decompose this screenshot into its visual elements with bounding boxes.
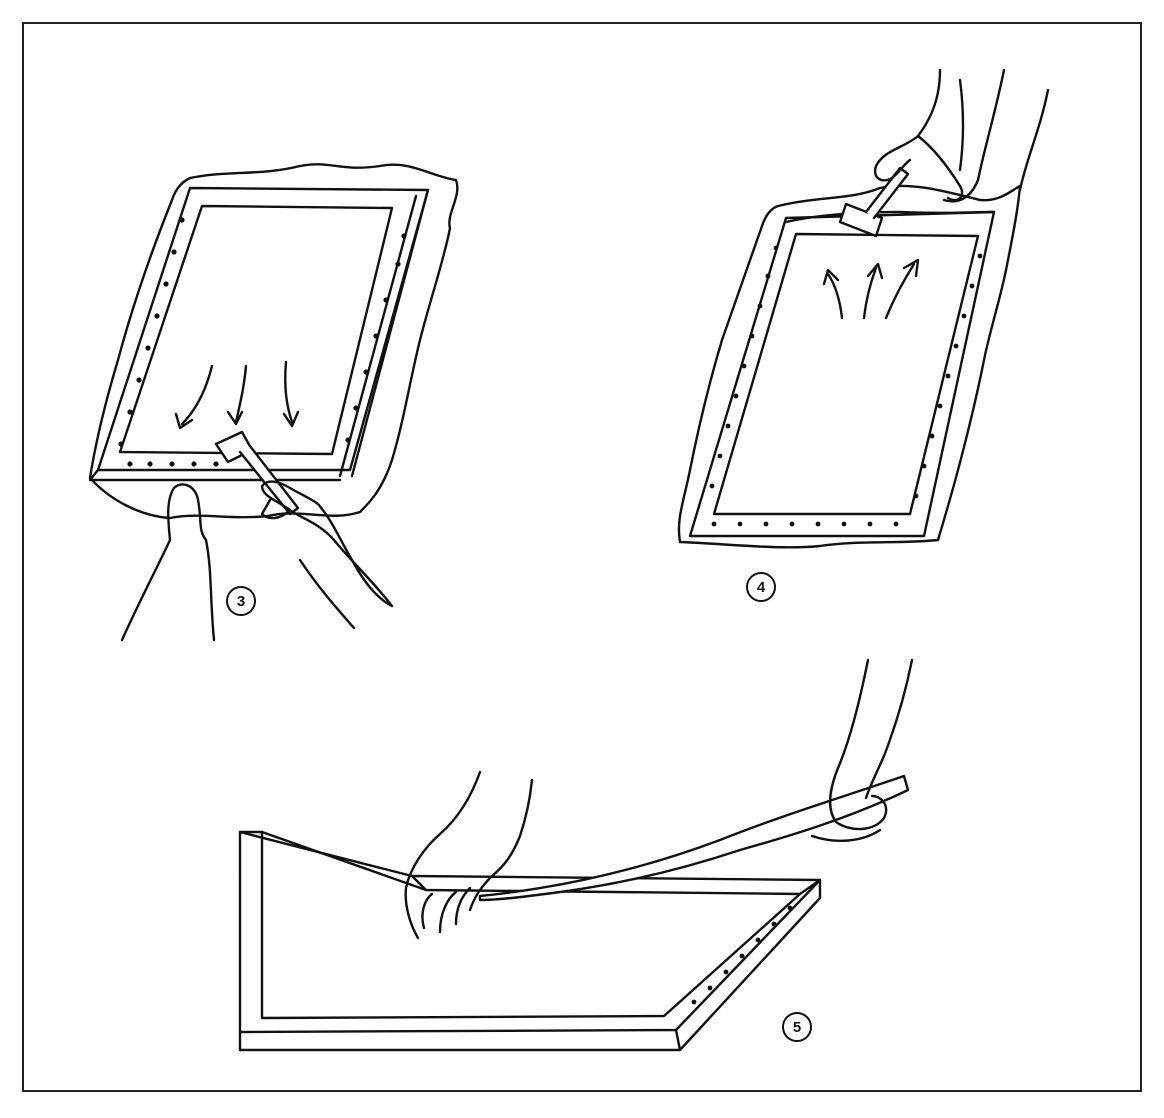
step-4-drawing (679, 70, 1048, 547)
step-4-label: 4 (757, 579, 765, 596)
step-5-staples (692, 906, 793, 1005)
step-3-paper (90, 164, 457, 518)
step-3-drawing (90, 164, 457, 640)
step-5-left-hand (406, 772, 532, 938)
step-3-frame-inner (120, 206, 392, 454)
step-3-arrows (176, 362, 298, 428)
step-3-left-hand (122, 484, 214, 640)
step-5-badge: 5 (782, 1012, 812, 1042)
step-3-frame-outer (98, 188, 428, 470)
step-4-arrows (824, 260, 918, 318)
step-5-frame-top (240, 832, 820, 1032)
step-3-right-hand (262, 482, 392, 628)
step-5-drawing (240, 660, 912, 1050)
step-3-badge: 3 (226, 586, 256, 616)
step-3-frame-edge (340, 190, 428, 476)
step-4-badge: 4 (746, 572, 776, 602)
step-3-stapler (216, 432, 298, 514)
step-5-label: 5 (793, 1019, 801, 1036)
step-3-frame-bottom (90, 470, 340, 480)
step-5-blade (480, 776, 908, 900)
step-3-label: 3 (237, 593, 245, 610)
step-5-frame-side (240, 880, 820, 1050)
step-5-frame-inner (262, 832, 800, 1018)
step-4-stapler (840, 168, 908, 236)
step-4-cloth-flap (786, 212, 994, 222)
step-4-paper (679, 186, 1020, 547)
